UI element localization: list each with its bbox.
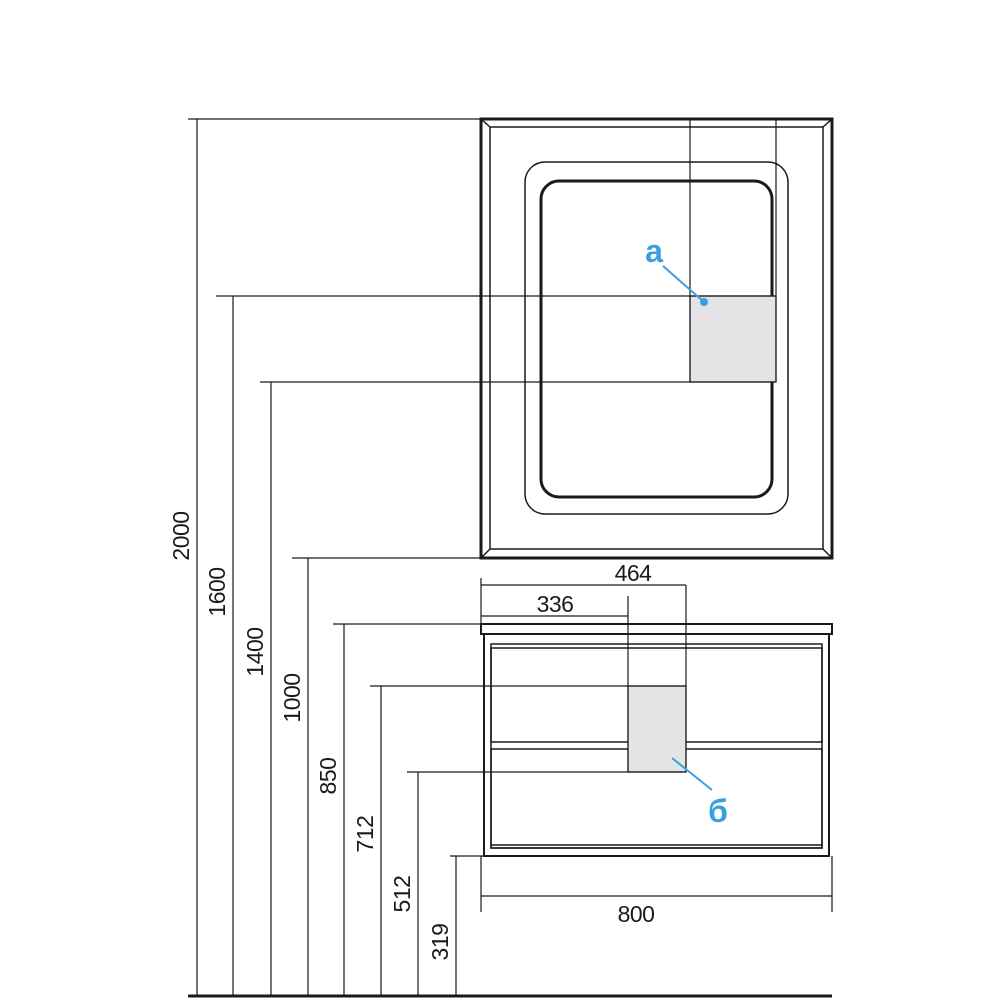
dim-label-1600: 1600 (204, 567, 230, 616)
mirror-bevel-tl (480, 118, 491, 128)
vertical-dimension-lines (188, 118, 481, 996)
mirror (479, 117, 834, 560)
dim-label-850: 850 (315, 758, 341, 795)
horizontal-dimension-lines (480, 578, 833, 912)
dim-label-712: 712 (352, 816, 378, 853)
mirror-outer-frame (479, 117, 834, 560)
dim-label-464: 464 (615, 560, 653, 586)
callout-a-leader (662, 265, 705, 303)
socket-a (689, 295, 777, 383)
cabinet-body (483, 633, 830, 857)
mirror-bevel-br (822, 548, 833, 559)
callout-b-label: б (708, 793, 728, 829)
callout-b-leader (671, 757, 713, 791)
callout-a-label: а (645, 233, 663, 269)
mirror-bevel-tr (822, 118, 833, 128)
dim-label-1000: 1000 (279, 673, 305, 722)
cabinet-countertop (480, 623, 833, 635)
dim-label-336: 336 (537, 591, 574, 617)
dim-label-319: 319 (427, 924, 453, 961)
socket-b (627, 685, 687, 773)
dim-label-1400: 1400 (242, 627, 268, 676)
dim-label-800: 800 (618, 901, 655, 927)
mirror-light-outer (524, 161, 789, 515)
callout-a-dot (700, 298, 708, 306)
dim-label-2000: 2000 (168, 511, 194, 560)
mirror-inner-frame (489, 126, 824, 550)
dim-label-512: 512 (389, 876, 415, 913)
mirror-bevel-bl (480, 548, 491, 559)
